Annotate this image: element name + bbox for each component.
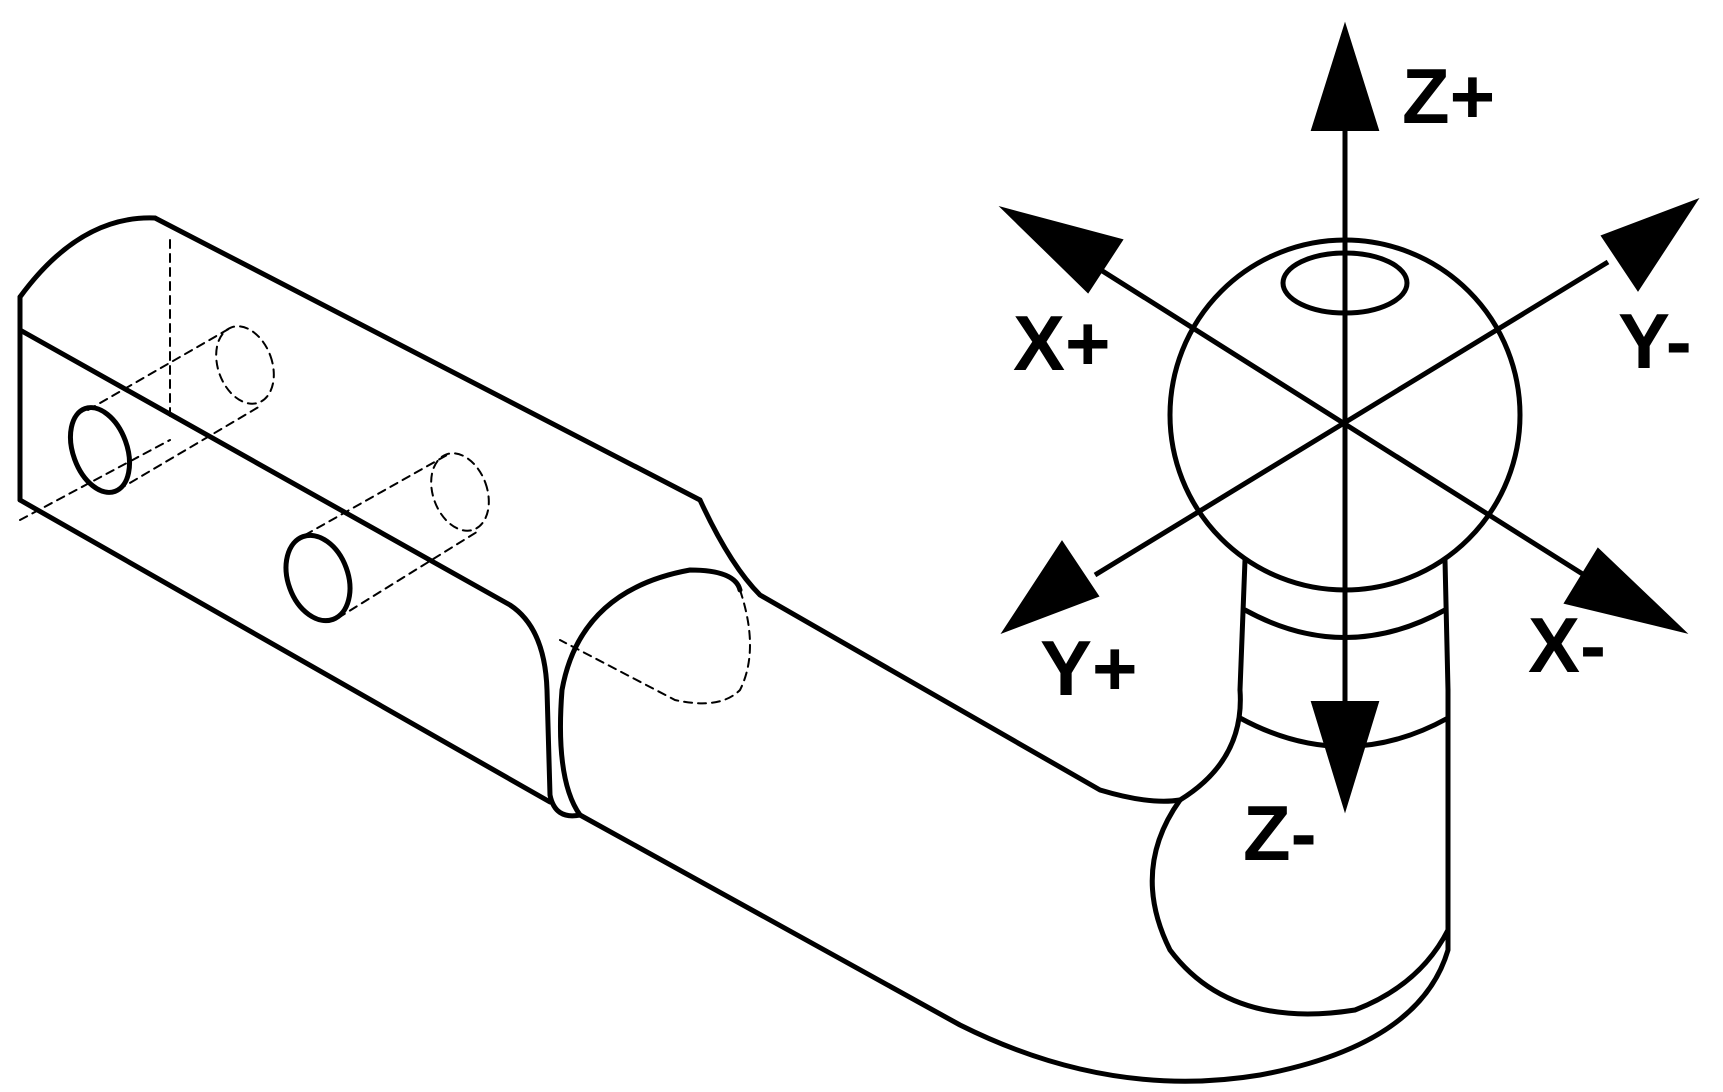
- y-minus-arrowhead: [1600, 197, 1700, 292]
- y-minus-label: Y-: [1618, 297, 1692, 385]
- bar-body: [17, 215, 703, 819]
- bar-end-top-curve: [17, 215, 158, 300]
- elbow-front-circle: [1149, 797, 1451, 1017]
- z-minus-label: Z-: [1243, 789, 1317, 877]
- riser-right-edge: [1442, 557, 1451, 693]
- z-plus-arrowhead: [1310, 21, 1380, 131]
- hole-2-front: [283, 532, 353, 624]
- hole-2-side-bottom: [337, 529, 481, 619]
- hole-2-back: [430, 452, 490, 532]
- hole-1: [68, 325, 275, 495]
- y-plus-label: Y+: [1040, 624, 1138, 712]
- y-plus-arrowhead: [1000, 540, 1100, 635]
- riser-left-edge: [1177, 557, 1248, 803]
- y-axis-line: [1093, 259, 1610, 578]
- tube-top-edge: [697, 497, 1183, 804]
- bar-middle-edge: [17, 327, 583, 819]
- hole-2: [283, 452, 490, 624]
- bar-bottom-edge: [17, 497, 553, 805]
- x-minus-label: X-: [1528, 601, 1606, 689]
- hole-1-side-bottom: [117, 404, 263, 491]
- coordinate-axes: Z+ Z- X+ X- Y+ Y-: [998, 21, 1700, 877]
- hole-2-side-top: [304, 454, 448, 536]
- x-plus-arrowhead: [998, 206, 1124, 294]
- tube-transition-hidden: [559, 589, 751, 705]
- bar-top-edge: [152, 215, 703, 503]
- hole-1-back: [215, 325, 275, 405]
- x-minus-arrowhead: [1563, 547, 1689, 634]
- hole-1-side-top: [87, 326, 233, 411]
- z-minus-arrowhead: [1310, 701, 1380, 814]
- elbow-outer-curve: [577, 687, 1451, 1084]
- z-plus-label: Z+: [1402, 52, 1495, 140]
- bar-hidden-bottom: [19, 439, 171, 521]
- x-plus-label: X+: [1013, 299, 1111, 387]
- tube-transition-ellipse: [558, 567, 743, 818]
- hole-1-front: [68, 405, 132, 495]
